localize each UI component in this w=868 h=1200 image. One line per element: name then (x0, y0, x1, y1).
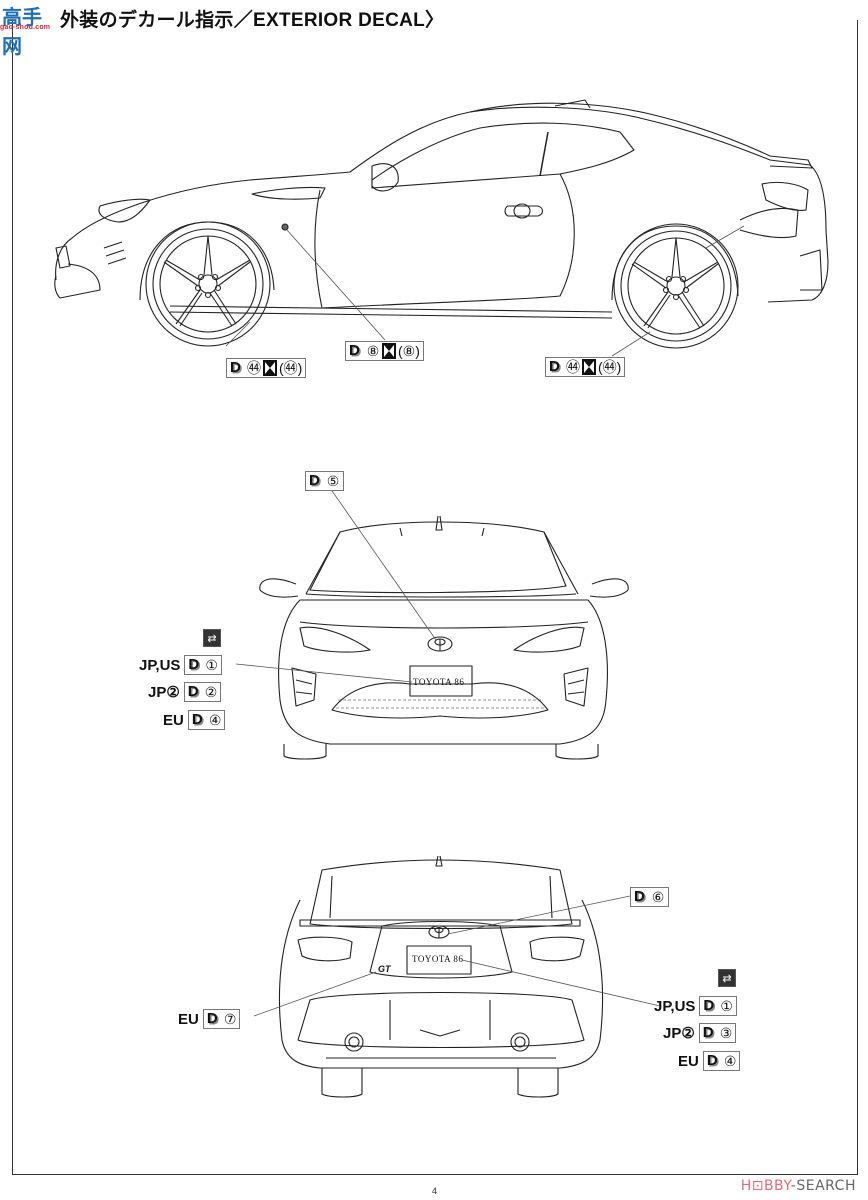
region-label: EU (678, 1052, 699, 1070)
rear-gt-badge-option: EU D ⑦ (178, 1009, 241, 1029)
page-title: 外装のデカール指示／EXTERIOR DECAL〉 (60, 9, 445, 31)
front-plate-text: TOYOTA 86 (413, 677, 465, 687)
decal-d-icon: D (187, 682, 199, 700)
decal-callout: D ④ (702, 1051, 741, 1071)
decal-number: ① (205, 656, 218, 673)
decal-number: ② (204, 683, 218, 700)
swap-icon: ⇄ (203, 629, 221, 647)
region-label: JP② (148, 684, 180, 701)
decal-d-icon: D (349, 341, 360, 359)
region-label: JP② (663, 1025, 695, 1042)
hobbysearch-watermark: H⊡BBY-SEARCH (740, 1178, 856, 1194)
decal-number: ⑦ (223, 1010, 237, 1027)
decal-d-icon: D (206, 1009, 218, 1027)
front-plate-option-jpus: JP,US D ① (139, 655, 222, 675)
region-label: EU (163, 711, 184, 729)
region-label: JP,US (139, 656, 181, 674)
decal-callout: D ④ (187, 710, 226, 730)
decal-callout: D ⑦ (202, 1009, 241, 1029)
decal-callout: D ① (184, 655, 222, 675)
decal-number: ① (720, 997, 733, 1014)
decal-d-icon: D (706, 1051, 718, 1069)
callout-front-wheel: D ㊹ (㊹) (226, 358, 307, 378)
watermark-sub: gao-shou.com (0, 24, 51, 31)
alt-decal-number: (㊹) (279, 360, 303, 376)
decal-d-icon: D (230, 358, 241, 376)
decal-callout: D ② (183, 682, 222, 702)
decal-callout: D ③ (698, 1023, 737, 1043)
swap-icon: ⇄ (718, 969, 736, 987)
decal-number: ④ (208, 711, 222, 728)
decal-d-icon: D (191, 710, 203, 728)
decal-number: ㊹ (247, 360, 261, 376)
front-plate-option-eu: EU D ④ (163, 710, 226, 730)
decal-d-icon: D (309, 471, 320, 489)
decal-number: ④ (723, 1052, 737, 1069)
front-plate-option-jp2: JP② D ② (148, 682, 222, 702)
decal-number: ⑤ (326, 473, 340, 489)
bowtie-icon (263, 360, 277, 376)
decal-d-icon: D (188, 655, 200, 673)
rear-plate-option-eu: EU D ④ (678, 1051, 741, 1071)
callout-fender-marker: D ⑧ (⑧) (345, 341, 424, 361)
bowtie-icon (582, 359, 596, 375)
alt-decal-number: (⑧) (398, 342, 420, 359)
rear-wheel-drawing (613, 223, 739, 349)
decal-number: ⑧ (366, 343, 380, 359)
front-view-car (235, 487, 629, 760)
rear-plate-option-jpus: JP,US D ① (654, 996, 737, 1016)
decal-number: ㊹ (566, 359, 580, 375)
rear-view-car (253, 855, 661, 1098)
watermark-main: 高手网 (2, 5, 42, 58)
rear-plate-text: TOYOTA 86 (412, 954, 464, 964)
decal-d-icon: D (703, 996, 715, 1014)
page-number: 4 (432, 1186, 438, 1196)
decal-number: ⑥ (651, 889, 665, 905)
decal-d-icon: D (702, 1023, 714, 1041)
side-view-car (54, 99, 829, 357)
decal-number: ③ (719, 1024, 733, 1041)
decal-d-icon: D (549, 357, 560, 375)
rear-plate-option-jp2: JP② D ③ (663, 1023, 737, 1043)
decal-callout: D ① (699, 996, 737, 1016)
front-wheel-drawing (145, 221, 271, 347)
page-frame (12, 20, 858, 1175)
callout-rear-wheel: D ㊹ (㊹) (545, 357, 626, 377)
decal-d-icon: D (634, 887, 645, 905)
alt-decal-number: (㊹) (598, 359, 622, 375)
callout-front-emblem: D ⑤ (305, 471, 344, 491)
region-label: JP,US (654, 997, 696, 1015)
page-header: 外装のデカール指示／EXTERIOR DECAL〉 (60, 4, 444, 32)
callout-rear-emblem: D ⑥ (630, 887, 669, 907)
region-label: EU (178, 1010, 199, 1028)
watermark-logo: 高手网 gao-shou.com (0, 0, 60, 58)
bowtie-icon (382, 343, 396, 359)
brand-suffix: SEARCH (796, 1178, 856, 1194)
brand-prefix: H⊡BBY (740, 1178, 791, 1194)
gt-badge: GT (378, 964, 391, 974)
